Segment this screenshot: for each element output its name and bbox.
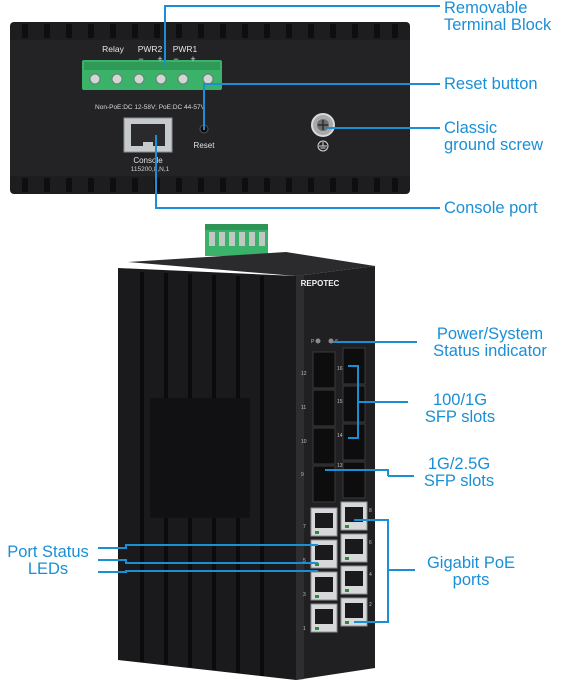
callout-status-indicator-line2: Status indicator xyxy=(433,342,547,360)
power-spec-label: Non-PoE:DC 12-58V; PoE:DC 44-57V xyxy=(95,104,206,111)
callout-sfp-1g-2-5g: 1G/2.5G SFP slots xyxy=(414,456,504,490)
callout-poe-ports: Gigabit PoE ports xyxy=(416,555,526,589)
console-port xyxy=(123,117,173,153)
callout-terminal-block-line2: Terminal Block xyxy=(444,16,552,34)
callout-status-indicator: Power/System Status indicator xyxy=(420,326,560,360)
callout-ground-screw-line2: ground screw xyxy=(444,136,544,154)
brand-logo: REPOTEC xyxy=(301,279,340,288)
sfp-slots xyxy=(312,347,366,503)
device-terminal-block xyxy=(205,224,268,256)
callout-reset-button: Reset button xyxy=(444,75,538,93)
port-status-leds xyxy=(315,525,349,630)
pwr2-label: PWR2 xyxy=(138,44,163,54)
port-number-1: 1 xyxy=(303,626,306,632)
callout-port-status-leds: Port Status LEDs xyxy=(0,544,96,578)
callout-poe-ports-line1: Gigabit PoE xyxy=(426,554,516,572)
sfp-number-9: 9 xyxy=(301,472,304,478)
polarity-4: + xyxy=(190,54,195,64)
callout-port-status-leds-line2: LEDs xyxy=(27,560,69,578)
port-number-7: 7 xyxy=(303,524,306,530)
callout-terminal-block: Removable Terminal Block xyxy=(444,0,551,34)
port-number-2: 2 xyxy=(369,602,372,608)
led-label-p: P xyxy=(311,339,315,345)
sfp-number-13: 13 xyxy=(337,463,343,469)
port-number-5: 5 xyxy=(303,558,306,564)
top-chassis xyxy=(10,22,410,194)
port-number-6: 6 xyxy=(369,540,372,546)
console-spec-label: 115200,8,N,1 xyxy=(131,166,170,173)
callout-terminal-block-line1: Removable xyxy=(444,0,528,17)
callout-status-indicator-line1: Power/System xyxy=(436,325,544,343)
relay-label: Relay xyxy=(102,44,124,54)
callout-sfp-100-1g-line1: 100/1G xyxy=(432,391,488,409)
sfp-number-16: 16 xyxy=(337,366,343,372)
callout-console-port: Console port xyxy=(444,199,538,217)
ground-symbol-icon xyxy=(317,140,329,152)
callout-sfp-100-1g-line2: SFP slots xyxy=(424,408,496,426)
callout-sfp-100-1g: 100/1G SFP slots xyxy=(410,392,510,426)
sfp-number-15: 15 xyxy=(337,399,343,405)
sfp-number-10: 10 xyxy=(301,439,307,445)
polarity-1: − xyxy=(138,54,143,64)
port-number-8: 8 xyxy=(369,508,372,514)
port-number-3: 3 xyxy=(303,592,306,598)
terminal-block xyxy=(82,60,222,90)
sfp-number-12: 12 xyxy=(301,371,307,377)
port-number-4: 4 xyxy=(369,572,372,578)
callout-poe-ports-line2: ports xyxy=(452,571,490,589)
leader-lines xyxy=(98,5,440,623)
polarity-2: + xyxy=(157,54,162,64)
ground-screw-icon xyxy=(311,113,335,137)
status-leds xyxy=(315,338,334,344)
console-label: Console xyxy=(133,156,163,165)
callout-ground-screw-line1: Classic xyxy=(444,119,498,137)
callout-port-status-leds-line1: Port Status xyxy=(7,543,89,561)
callout-sfp-1g-2-5g-line2: SFP slots xyxy=(423,472,495,490)
sfp-number-11: 11 xyxy=(301,405,306,411)
pwr1-label: PWR1 xyxy=(173,44,198,54)
callout-ground-screw: Classic ground screw xyxy=(444,120,543,154)
reset-label: Reset xyxy=(194,141,216,150)
callout-sfp-1g-2-5g-line1: 1G/2.5G xyxy=(427,455,491,473)
sfp-number-14: 14 xyxy=(337,433,343,439)
polarity-3: − xyxy=(173,54,178,64)
